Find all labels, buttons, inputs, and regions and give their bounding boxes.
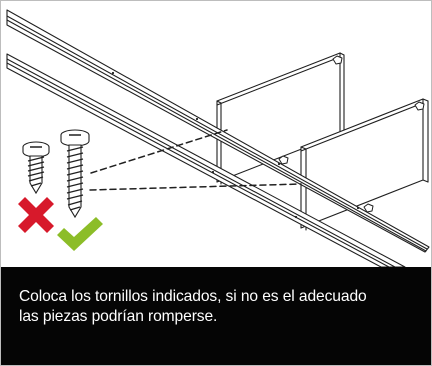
guide-lines [89, 129, 302, 191]
caption-line-2: las piezas podrían romperse. [19, 308, 218, 325]
right-screw [60, 129, 90, 219]
lower-rail [6, 53, 406, 267]
wrong-screw [22, 141, 50, 195]
assembly-illustration [6, 9, 430, 267]
caption-text: Coloca los tornillos indicados, si no es… [19, 287, 424, 327]
screw-holes [111, 71, 360, 219]
green-check-icon [57, 217, 103, 251]
upper-rail [6, 9, 430, 253]
caption-line-1: Coloca los tornillos indicados, si no es… [19, 288, 367, 305]
panel-brackets [278, 55, 425, 213]
caption-panel: Coloca los tornillos indicados, si no es… [1, 267, 431, 365]
red-cross-icon [18, 197, 54, 233]
